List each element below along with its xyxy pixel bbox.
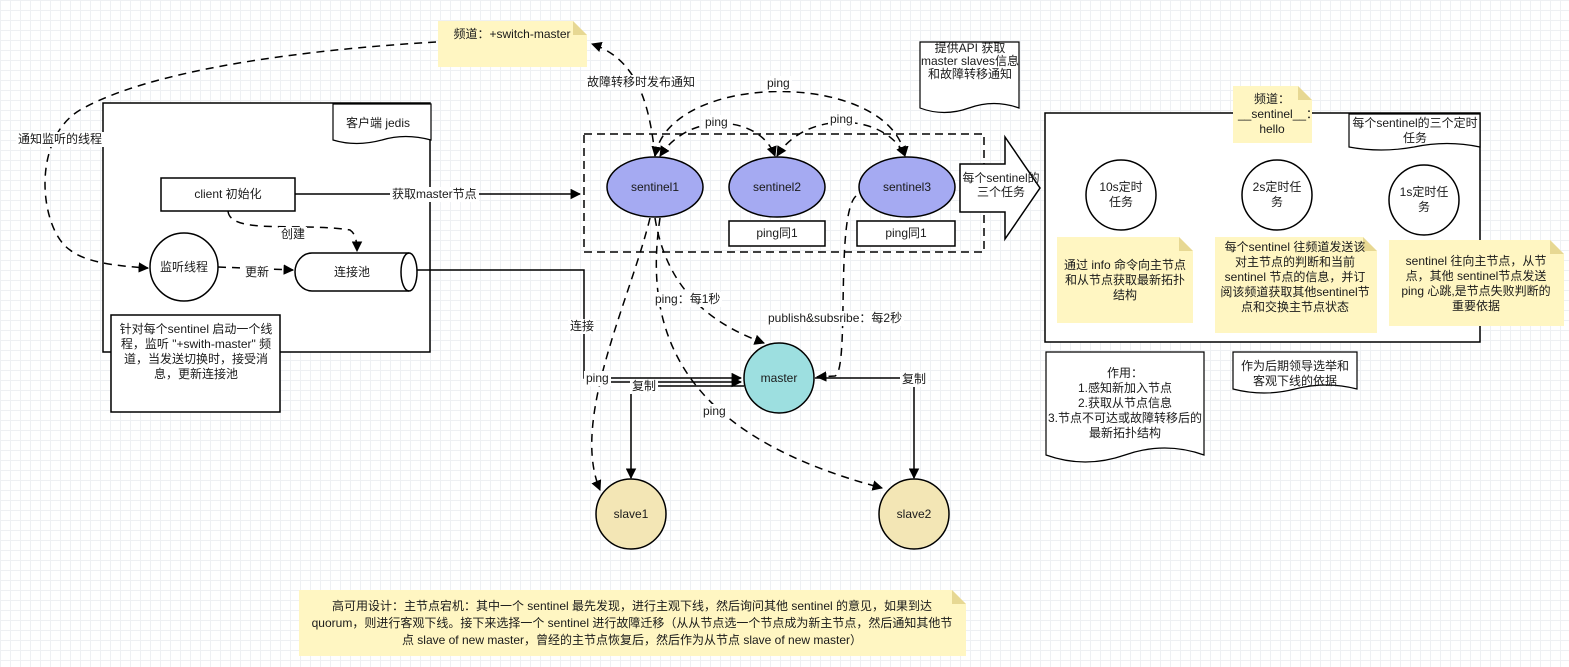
sentinel3-label: sentinel3	[882, 179, 932, 194]
thread-note: 针对每个sentinel 启动一个线程，监听 "+swith-master" 频…	[119, 322, 273, 381]
ping-sync-box-2	[728, 220, 826, 247]
sentinel3-node	[858, 156, 956, 218]
task-10s-label: 10s定时任务	[1099, 180, 1143, 209]
label-get-master: 获取master节点	[390, 187, 479, 202]
edge-replicate-left	[625, 385, 744, 480]
label-ping-slave: ping	[701, 404, 728, 419]
three-tasks-arrow-label: 每个sentinel的三个任务	[962, 171, 1040, 199]
note-ping-task: sentinel 往向主节点，从节点，其他 sentinel节点发送ping 心…	[1401, 254, 1551, 313]
task-10s-circle	[1085, 159, 1157, 231]
note-switch-master-shape	[438, 21, 587, 67]
label-ping-top: ping	[765, 76, 792, 91]
sentinel1-label: sentinel1	[630, 179, 680, 194]
edge-s1-to-slave2	[655, 217, 884, 491]
note-bottom-shape	[299, 590, 966, 656]
tasks-box-title: 每个sentinel的三个定时任务	[1352, 116, 1478, 145]
role-doc: 作用： 1.感知新加入节点 2.获取从节点信息 3.节点不可达或故障转移后的最新…	[1047, 366, 1202, 440]
tasks-title-tab	[1348, 113, 1481, 151]
note-info-task: 通过 info 命令向主节点和从节点获取最新拓扑结构	[1063, 258, 1187, 302]
slave1-label: slave1	[613, 506, 649, 521]
note-bottom-fold	[952, 590, 966, 604]
note-switch-master: 频道：+switch-master	[453, 27, 571, 41]
slave1-node	[595, 478, 667, 550]
basis-doc-shape	[1232, 351, 1358, 394]
sentinel2-node	[728, 156, 826, 218]
master-node	[743, 342, 815, 414]
basis-doc: 作为后期领导选举和客观下线的依据	[1240, 359, 1349, 388]
ping-sync-box-3	[856, 220, 956, 247]
master-label: master	[760, 370, 798, 385]
edge-replicate-right	[815, 377, 920, 480]
slave2-label: slave2	[896, 506, 932, 521]
client-title: 客户端 jedis	[346, 116, 411, 130]
edge-pubsub-every-2s	[815, 195, 857, 382]
task-1s-label: 1s定时任务	[1399, 185, 1449, 214]
label-notify-thread: 通知监听的线程	[16, 132, 105, 147]
task-2s-circle	[1241, 159, 1313, 231]
label-ping-1-2: ping	[703, 115, 730, 130]
edge-ping-top	[651, 90, 909, 158]
api-note: 提供API 获取master slaves信息和故障转移通知	[920, 41, 1020, 81]
task-1s-circle	[1388, 164, 1460, 236]
label-update: 更新	[243, 265, 272, 280]
label-ping-every-1s: ping：每1秒	[653, 292, 723, 307]
label-replicate-right: 复制	[900, 372, 929, 387]
task-2s-label: 2s定时任务	[1252, 180, 1302, 209]
label-ping-2-3: ping	[828, 112, 855, 127]
connection-pool-cap	[400, 252, 410, 292]
role-doc-shape	[1045, 351, 1205, 463]
pool-label: 连接池	[333, 264, 370, 279]
sentinel1-node	[606, 156, 704, 218]
edge-failover-publish	[591, 42, 656, 157]
note-hello-task-shape	[1215, 237, 1377, 333]
ping-sync-2-label: ping同1	[756, 226, 798, 240]
label-failover-publish: 故障转移时发布通知	[585, 75, 698, 90]
thread-note-box	[110, 314, 281, 413]
note-hello-task-fold	[1363, 237, 1377, 251]
edge-update	[217, 264, 295, 275]
note-hello-task: 每个sentinel 往频道发送该对主节点的判断和当前sentinel 节点的信…	[1220, 240, 1370, 314]
slave2-node	[878, 478, 950, 550]
note-ping-task-fold	[1550, 240, 1564, 254]
note-hello: 频道：__sentinel__：hello	[1238, 92, 1319, 136]
edge-create	[227, 210, 363, 253]
note-hello-shape	[1233, 86, 1312, 143]
three-tasks-arrow	[959, 134, 1041, 242]
note-switch-master-fold	[573, 21, 587, 35]
note-hello-fold	[1298, 86, 1312, 100]
note-ping-task-shape	[1389, 240, 1564, 326]
edge-s1-to-slave1	[591, 217, 651, 491]
note-info-shape	[1057, 237, 1193, 323]
client-init-label: client 初始化	[194, 187, 262, 201]
ping-sync-3-label: ping同1	[885, 226, 927, 240]
listener-label: 监听线程	[160, 259, 209, 274]
label-create: 创建	[279, 227, 308, 242]
label-replicate-left: 复制	[630, 379, 659, 394]
client-box	[102, 102, 431, 353]
sentinel2-label: sentinel2	[752, 179, 802, 194]
note-bottom: 高可用设计：主节点宕机：其中一个 sentinel 最先发现，进行主观下线，然后…	[311, 599, 953, 647]
edge-ping-2-3	[776, 121, 906, 157]
client-title-tab	[332, 103, 432, 145]
label-pubsub-every-2s: publish&subsribe：每2秒	[766, 311, 905, 326]
note-info-fold	[1179, 237, 1193, 251]
api-note-shape	[919, 41, 1020, 114]
label-connect: 连接	[568, 319, 597, 334]
label-ping-master: ping	[584, 371, 611, 386]
